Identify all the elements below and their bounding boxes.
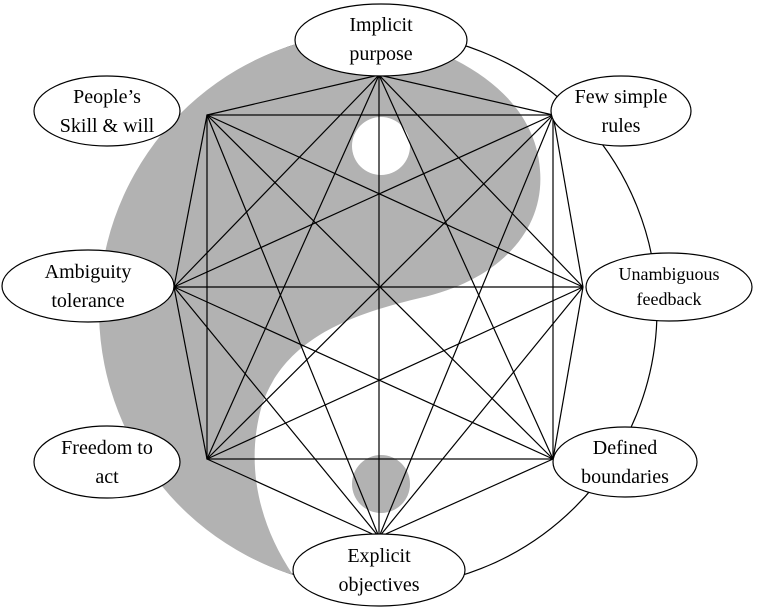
edge-top-right <box>378 74 584 288</box>
node-unambiguous-feedback-ellipse <box>585 252 753 322</box>
edge-bottom-tr <box>378 114 554 538</box>
edge-left-tl <box>173 114 208 288</box>
edge-top-tl <box>206 74 380 116</box>
yin-dot <box>352 117 410 175</box>
node-few-simple-rules-ellipse <box>550 75 692 147</box>
edge-bottom-tl <box>206 114 380 538</box>
edge-left-tr <box>173 114 554 288</box>
edge-left-br <box>173 286 554 460</box>
edge-top-bl <box>206 74 380 460</box>
edge-bottom-right <box>378 286 584 538</box>
edge-left-bl <box>173 286 208 460</box>
yin-shape <box>98 31 541 575</box>
node-peoples-skill-will-ellipse <box>33 75 181 147</box>
edge-bottom-bl <box>206 458 380 538</box>
node-freedom-to-act-ellipse <box>33 425 181 499</box>
edge-top-br <box>378 74 554 460</box>
node-ambiguity-tolerance-ellipse <box>1 249 175 323</box>
edge-bottom-br <box>378 458 554 538</box>
node-implicit-purpose-ellipse <box>294 3 468 77</box>
edge-right-br <box>552 286 584 460</box>
edge-top-tr <box>378 74 554 116</box>
edge-tr-bl <box>206 114 554 460</box>
edge-bottom-left <box>173 286 380 538</box>
node-explicit-objectives-ellipse <box>292 533 466 607</box>
edge-top-left <box>173 74 380 288</box>
edge-right-tr <box>552 114 584 288</box>
connection-lines <box>173 74 584 538</box>
edge-right-bl <box>206 286 584 460</box>
edge-right-tl <box>206 114 584 288</box>
node-defined-boundaries-ellipse <box>552 426 698 498</box>
